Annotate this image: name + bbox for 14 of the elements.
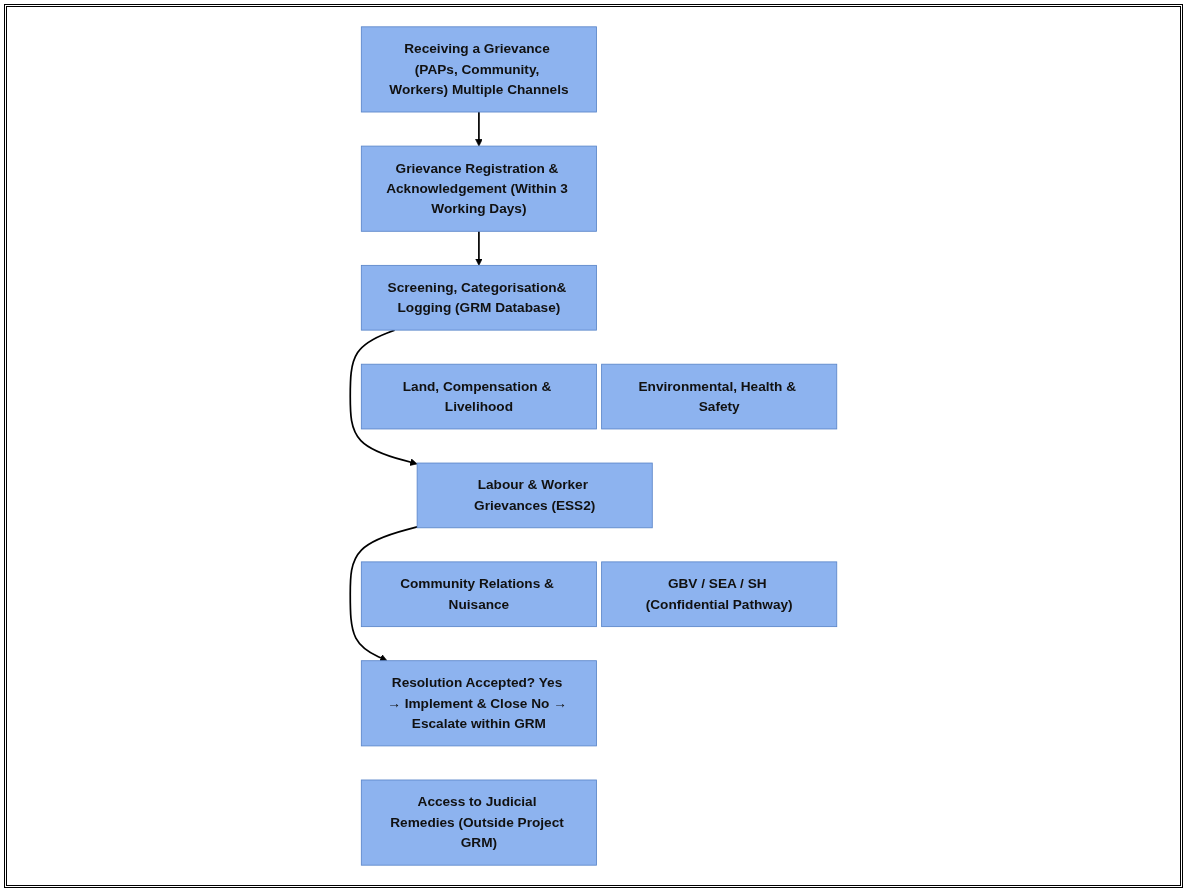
- arrow: [475, 111, 483, 147]
- node-box: Access to Judicial Remedies (Outside Project GRM): [360, 779, 597, 866]
- node-box: Grievance Registration & Acknowledgement (Within 3 Working Days): [360, 145, 597, 232]
- arrow: [349, 329, 418, 466]
- node-box: Receiving a Grievance (PAPs, Community, Workers) Multiple Channels: [360, 26, 597, 113]
- node-box: Environmental, Health & Safety: [601, 363, 838, 430]
- node-box: GBV / SEA / SH (Confidential Pathway): [601, 561, 838, 628]
- node-box: Land, Compensation & Livelihood: [360, 363, 597, 430]
- node-box: Labour & Worker Grievances (ESS2): [416, 462, 653, 529]
- node-box: Resolution Accepted? Yes → Implement & Close No → Escalate within GRM: [360, 660, 597, 747]
- arrow: [349, 526, 418, 662]
- node-box: Community Relations & Nuisance: [360, 561, 597, 628]
- node-box: Screening, Categorisation& Logging (GRM Database): [360, 264, 597, 331]
- arrow: [475, 230, 483, 266]
